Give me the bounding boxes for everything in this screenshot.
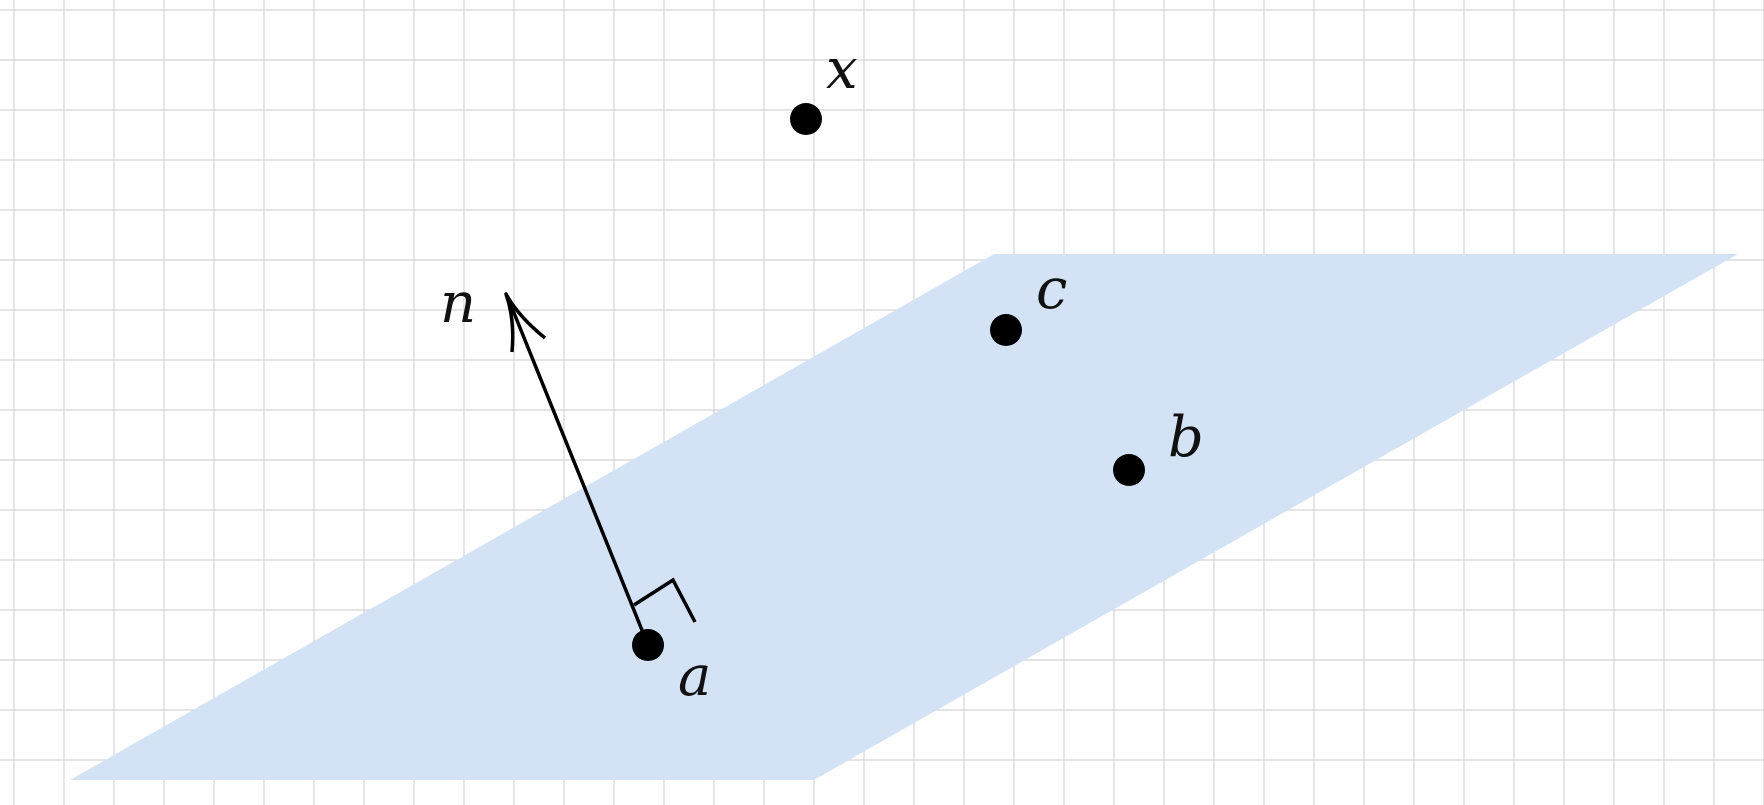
normal-vector-arrowhead	[504, 292, 547, 353]
right-angle-marker	[633, 577, 697, 623]
label-a: a	[678, 644, 711, 709]
label-c: c	[1036, 257, 1067, 322]
point-c	[990, 314, 1022, 346]
normal-vector-shaft	[506, 297, 650, 646]
point-b	[1113, 454, 1145, 486]
label-n: n	[440, 271, 476, 336]
point-x	[790, 103, 822, 135]
point-a	[632, 629, 664, 661]
label-x: x	[826, 37, 858, 102]
plane	[70, 254, 1738, 780]
label-b: b	[1168, 405, 1204, 470]
